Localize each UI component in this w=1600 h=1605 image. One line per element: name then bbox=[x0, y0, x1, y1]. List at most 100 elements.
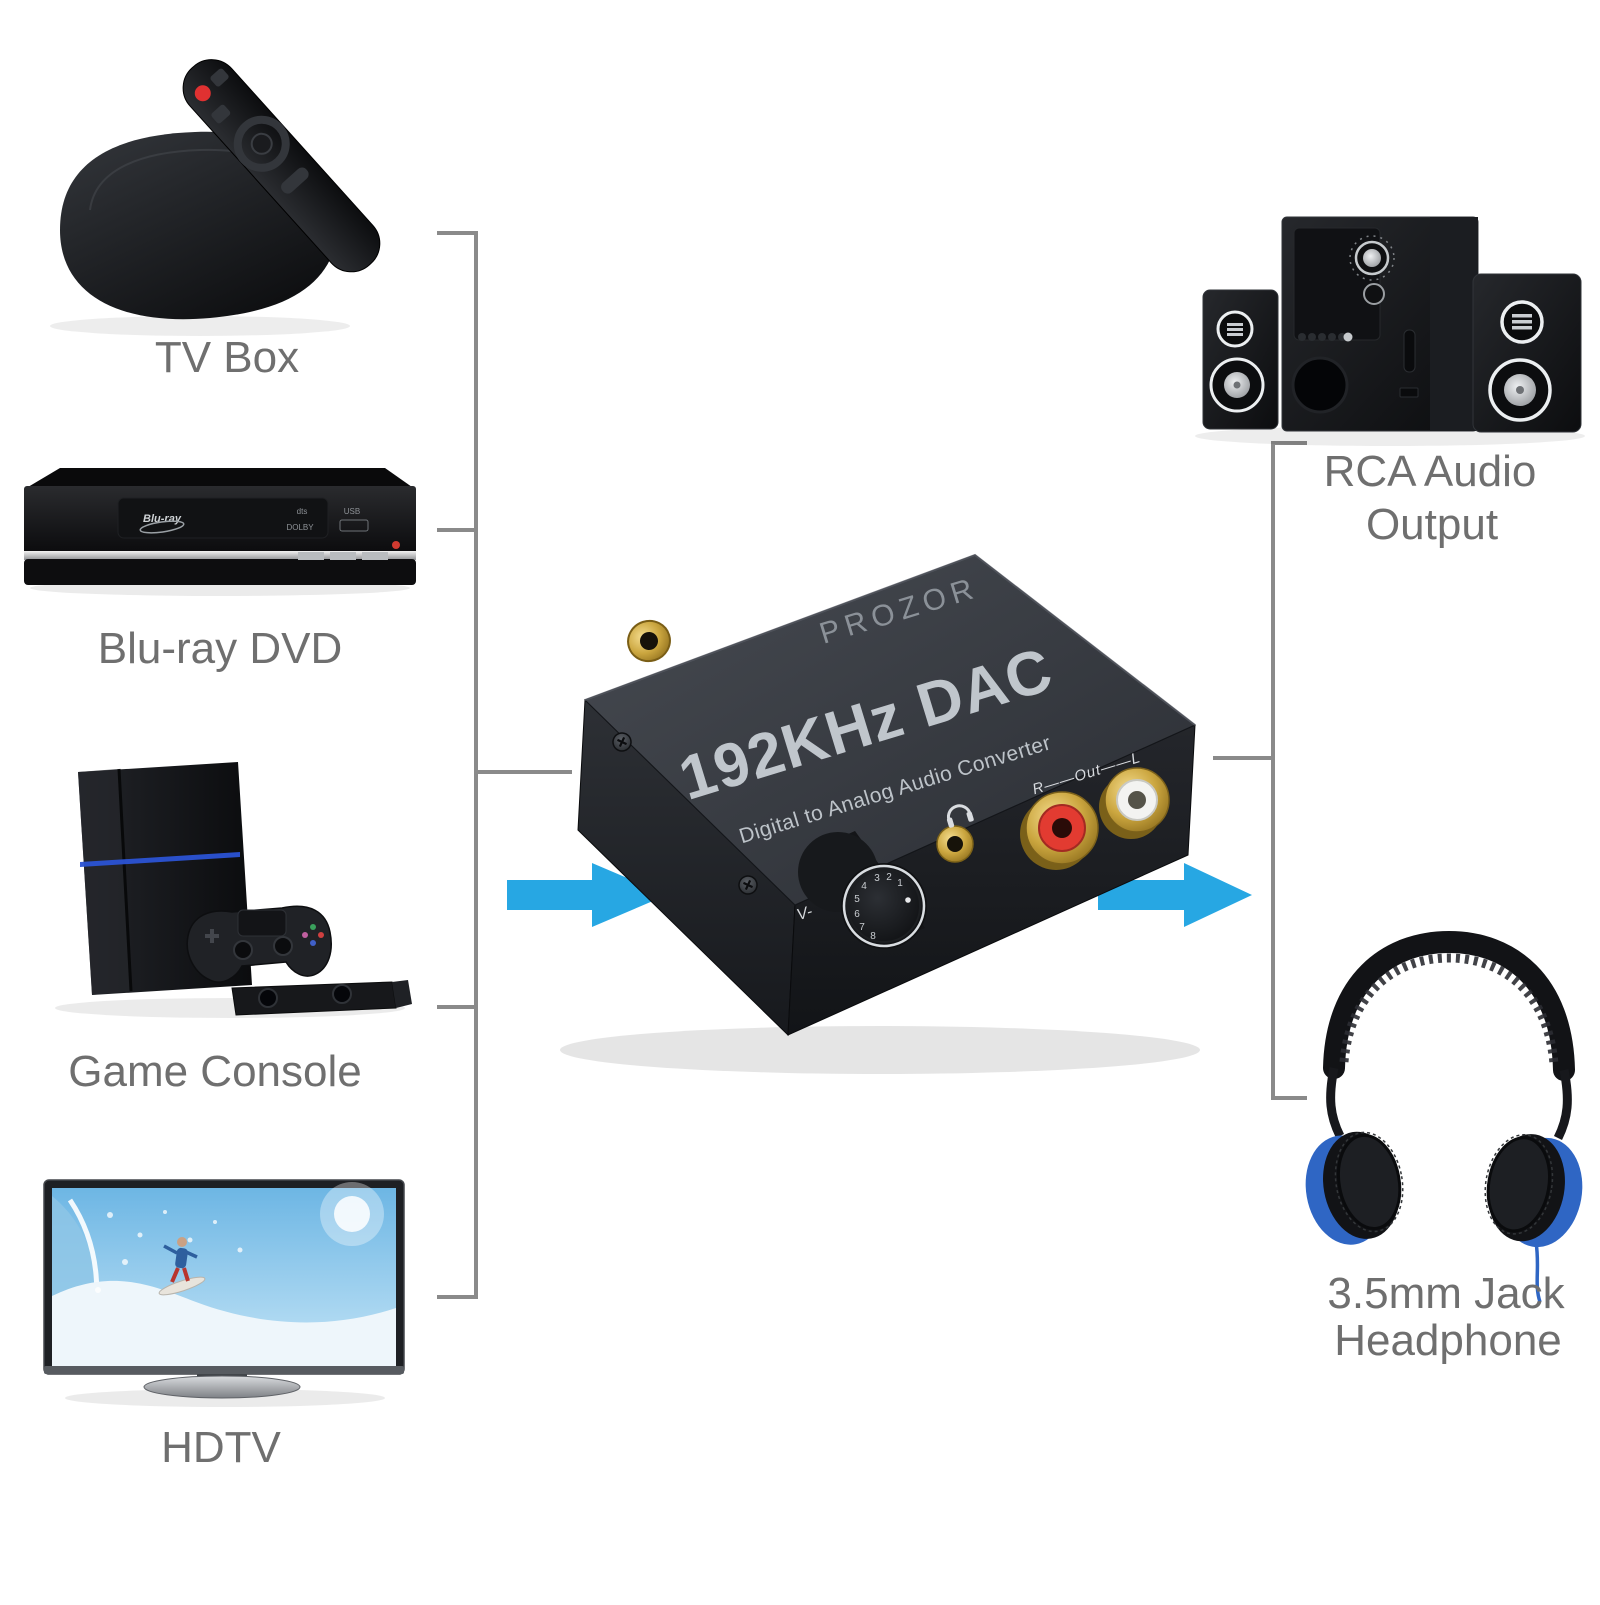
screw-cross bbox=[743, 880, 753, 890]
blu-ray-power-led bbox=[392, 541, 400, 549]
screw bbox=[738, 875, 758, 895]
right-pad-stitching bbox=[1484, 1134, 1554, 1235]
right-cup-pad bbox=[1486, 1136, 1551, 1233]
console-camera bbox=[231, 980, 412, 1016]
blu-ray-swoosh bbox=[139, 520, 185, 534]
coaxial-input-jack bbox=[627, 619, 671, 663]
remote-dpad bbox=[233, 115, 290, 172]
headphone-icon-cup bbox=[966, 811, 974, 822]
right-ear-cup bbox=[1484, 1134, 1583, 1248]
rca-jack-red bbox=[1020, 791, 1099, 870]
right-tweeter-ribs bbox=[1512, 314, 1532, 330]
rca-jack-white bbox=[1099, 767, 1170, 839]
sun bbox=[334, 1196, 370, 1232]
usb-port bbox=[339, 519, 369, 532]
speakers-illustration bbox=[1195, 216, 1585, 446]
remote-control bbox=[182, 59, 381, 273]
flow-arrows bbox=[507, 863, 1252, 927]
game-controller bbox=[186, 905, 332, 983]
left-tweeter-ribs bbox=[1227, 323, 1243, 336]
game-console-label: Game Console bbox=[68, 1047, 361, 1096]
rca-red-hole bbox=[1052, 818, 1072, 838]
remote-button bbox=[281, 167, 309, 194]
left-pad-stitching bbox=[1334, 1131, 1404, 1233]
subwoofer-sd-slot bbox=[1403, 329, 1416, 373]
screw bbox=[612, 732, 632, 752]
hdtv-label: HDTV bbox=[161, 1423, 281, 1472]
controller-touchpad bbox=[237, 909, 287, 937]
headphone-label-line1: 3.5mm Jack bbox=[1327, 1269, 1565, 1318]
console-gloss-panel bbox=[78, 769, 130, 995]
blu-ray-label: Blu-ray DVD bbox=[98, 624, 343, 673]
connector-lines bbox=[437, 231, 1307, 1299]
rca-white-hole bbox=[1128, 791, 1146, 809]
game-console-illustration bbox=[55, 762, 412, 1018]
subwoofer-usb-port bbox=[1399, 387, 1419, 398]
controller-stick bbox=[273, 936, 293, 956]
console-light-bar bbox=[80, 852, 240, 867]
subwoofer-bass-knob bbox=[1363, 283, 1385, 305]
headphone-icon-band bbox=[946, 804, 972, 821]
svg-text:8: 8 bbox=[870, 931, 876, 942]
left-satellite-speaker bbox=[1202, 289, 1279, 430]
volume-knob: 1 2 3 4 5 6 7 8 bbox=[798, 831, 927, 949]
blu-ray-logo: Blu-ray bbox=[139, 513, 185, 534]
controller-button bbox=[318, 932, 324, 938]
blu-ray-button bbox=[362, 552, 388, 560]
svg-text:4: 4 bbox=[861, 881, 867, 892]
knob-face-ring bbox=[847, 869, 921, 943]
svg-text:1: 1 bbox=[897, 878, 903, 889]
console-seam bbox=[117, 768, 133, 992]
surfboard bbox=[158, 1276, 206, 1296]
remote-power-button bbox=[194, 85, 211, 102]
camera-endcap bbox=[392, 980, 412, 1008]
dac-shadow bbox=[560, 1026, 1200, 1074]
surfer-arms bbox=[163, 1244, 198, 1259]
usb-badge: USB bbox=[344, 507, 360, 516]
svg-text:3: 3 bbox=[874, 873, 880, 884]
hdtv-screen bbox=[52, 1182, 396, 1366]
blu-ray-tray bbox=[117, 497, 329, 539]
tv-box-illustration bbox=[50, 59, 381, 336]
right-satellite-speaker bbox=[1472, 273, 1582, 433]
left-cup-pad bbox=[1336, 1133, 1402, 1231]
dolby-badge: DOLBY bbox=[286, 523, 314, 532]
tv-box-shadow bbox=[50, 316, 350, 336]
knob-face bbox=[842, 864, 926, 948]
headphone-icon-cup bbox=[946, 817, 955, 828]
rca-output-label-line1: RCA Audio bbox=[1324, 447, 1537, 496]
volume-min-label: V- bbox=[795, 903, 815, 924]
tv-box-label: TV Box bbox=[155, 333, 299, 382]
svg-text:2: 2 bbox=[886, 872, 892, 883]
right-yoke bbox=[1553, 1069, 1572, 1141]
dac-device: PROZOR 192KHz DAC Digital to Analog Audi… bbox=[560, 553, 1200, 1074]
subwoofer-power-button bbox=[1343, 332, 1353, 342]
controller-button bbox=[310, 924, 316, 930]
dts-badge: dts bbox=[297, 507, 308, 516]
knob-pointer-dot bbox=[905, 897, 911, 903]
surfer-legs bbox=[170, 1267, 190, 1283]
left-ear-cup bbox=[1305, 1131, 1404, 1245]
blu-ray-silver-strip bbox=[24, 551, 416, 560]
controller-dpad bbox=[205, 929, 219, 943]
blu-ray-top bbox=[28, 468, 412, 487]
left-woofer-cap bbox=[1233, 381, 1241, 389]
surfer-torso bbox=[175, 1247, 188, 1269]
controller-stick bbox=[233, 940, 253, 960]
controller-button bbox=[310, 940, 316, 946]
input-flow-arrow-icon bbox=[507, 863, 667, 927]
subwoofer-button-row bbox=[1298, 333, 1346, 341]
hdtv-illustration bbox=[43, 1179, 405, 1407]
headphone-jack bbox=[936, 825, 974, 863]
wave-foam bbox=[52, 1280, 396, 1366]
dac-edge-highlight bbox=[584, 553, 1196, 726]
output-flow-arrow-icon bbox=[1098, 863, 1252, 927]
subwoofer-port bbox=[1291, 356, 1349, 414]
subwoofer-side-shade bbox=[1430, 217, 1478, 431]
camera-lens bbox=[332, 984, 352, 1004]
screw-cross bbox=[617, 737, 627, 747]
input-bracket-line bbox=[437, 231, 572, 1299]
camera-lens bbox=[258, 988, 278, 1008]
remote-button bbox=[210, 68, 229, 87]
